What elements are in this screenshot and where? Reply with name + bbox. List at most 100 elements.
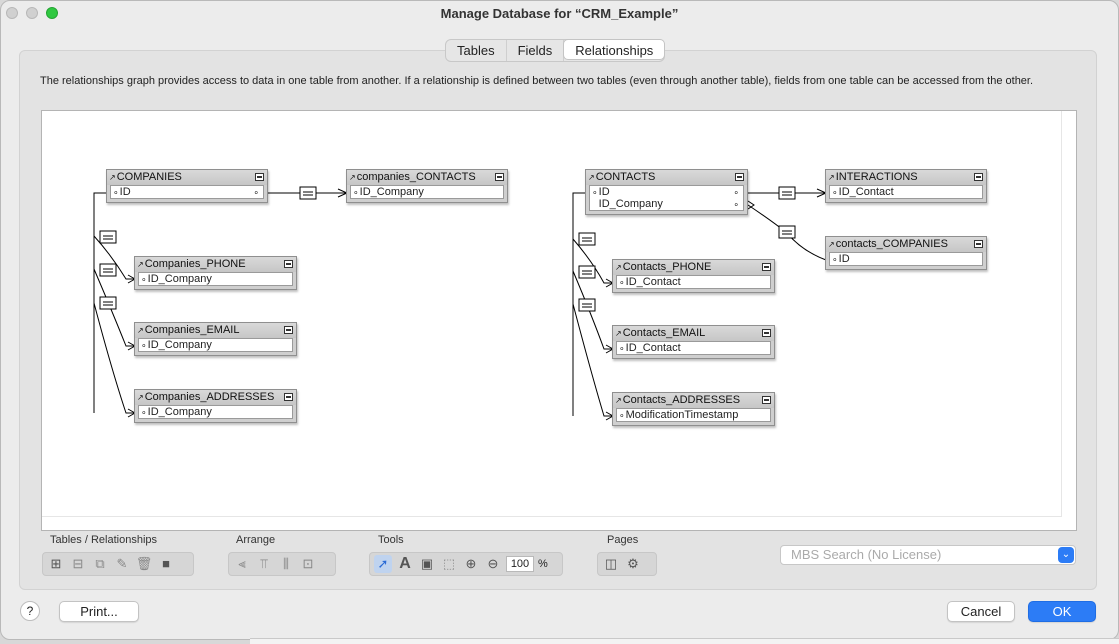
collapse-table-icon[interactable]: [284, 393, 293, 401]
group-label-tools: Tools: [378, 534, 404, 546]
field-id-company: ∘ID_Company∘: [598, 198, 739, 210]
field-modification-timestamp: ∘ModificationTimestamp: [619, 409, 739, 421]
pages-tools: ◫ ⚙: [597, 552, 657, 576]
table-occurrence-companies-phone[interactable]: ↗Companies_PHONE ∘ID_Company: [134, 256, 297, 290]
field-id: ∘ID: [832, 253, 850, 265]
cancel-button[interactable]: Cancel: [947, 601, 1015, 622]
table-name: Contacts_EMAIL: [622, 327, 706, 339]
text-tool-icon[interactable]: A: [399, 555, 411, 572]
align-left-icon[interactable]: ⫷: [238, 556, 246, 571]
field-id: ∘ID∘: [113, 186, 259, 198]
vertical-scrollbar[interactable]: [1061, 111, 1076, 517]
collapse-table-icon[interactable]: [284, 260, 293, 268]
print-button[interactable]: Print...: [59, 601, 139, 622]
tab-tables[interactable]: Tables: [446, 40, 507, 61]
table-occurrence-contacts[interactable]: ↗CONTACTS ∘ID∘ ∘ID_Company∘: [585, 169, 748, 215]
arrange-tools: ⫷ ⫪ ⫼ ⊡: [228, 552, 336, 576]
graph-toolbar: Tables / Relationships Arrange Tools Pag…: [1, 531, 1118, 581]
table-arrow-icon: ↗: [137, 393, 144, 402]
collapse-table-icon[interactable]: [974, 240, 983, 248]
field-id-company: ∘ID_Company: [141, 339, 212, 351]
table-occurrence-interactions[interactable]: ↗INTERACTIONS ∘ID_Contact: [825, 169, 987, 203]
collapse-table-icon[interactable]: [974, 173, 983, 181]
collapse-table-icon[interactable]: [284, 326, 293, 334]
note-tool-icon[interactable]: ▣: [420, 556, 434, 571]
resize-icon[interactable]: ⊡: [302, 556, 314, 571]
horizontal-scrollbar[interactable]: [42, 516, 1062, 530]
tab-bar: Tables Fields Relationships: [445, 39, 666, 62]
collapse-table-icon[interactable]: [762, 396, 771, 404]
pointer-arrow-icon[interactable]: ➚: [374, 555, 392, 573]
select-tool-icon[interactable]: ⬚: [442, 556, 456, 571]
table-name: CONTACTS: [595, 171, 656, 183]
distribute-icon[interactable]: ⫼: [283, 556, 289, 571]
zoom-in-icon[interactable]: ⊕: [465, 556, 477, 571]
title-bar: Manage Database for “CRM_Example”: [1, 1, 1118, 27]
add-relationship-icon[interactable]: ⊟: [72, 556, 84, 571]
color-square-icon[interactable]: ■: [162, 556, 170, 571]
window-title: Manage Database for “CRM_Example”: [440, 6, 679, 21]
page-breaks-icon[interactable]: ◫: [604, 556, 618, 571]
collapse-table-icon[interactable]: [255, 173, 264, 181]
table-name: Companies_ADDRESSES: [144, 391, 275, 403]
field-id-company: ∘ID_Company: [141, 273, 212, 285]
close-window-button[interactable]: [6, 7, 18, 19]
collapse-table-icon[interactable]: [495, 173, 504, 181]
zoom-out-icon[interactable]: ⊖: [487, 556, 499, 571]
table-name: companies_CONTACTS: [356, 171, 476, 183]
duplicate-icon[interactable]: ⧉: [95, 556, 105, 571]
table-name: contacts_COMPANIES: [835, 238, 948, 250]
edit-pencil-icon[interactable]: ✎: [116, 556, 128, 571]
zoom-window-button[interactable]: [46, 7, 58, 19]
table-name: Contacts_ADDRESSES: [622, 394, 741, 406]
zoom-percent-label: %: [538, 558, 548, 570]
field-id-company: ∘ID_Company: [353, 186, 424, 198]
tab-fields[interactable]: Fields: [507, 40, 565, 61]
field-id: ∘ID∘: [592, 186, 739, 198]
ok-button[interactable]: OK: [1028, 601, 1096, 622]
add-table-icon[interactable]: ⊞: [50, 556, 62, 571]
group-label-tables-relationships: Tables / Relationships: [50, 534, 158, 546]
table-arrow-icon: ↗: [615, 329, 622, 338]
table-arrow-icon: ↗: [828, 173, 835, 182]
align-top-icon[interactable]: ⫪: [260, 556, 268, 571]
table-name: INTERACTIONS: [835, 171, 918, 183]
table-arrow-icon: ↗: [615, 263, 622, 272]
group-label-arrange: Arrange: [236, 534, 276, 546]
zoom-level-field[interactable]: 100: [506, 556, 534, 572]
field-id-company: ∘ID_Company: [141, 406, 212, 418]
table-arrow-icon: ↗: [349, 173, 356, 182]
collapse-table-icon[interactable]: [762, 263, 771, 271]
table-occurrence-companies-contacts[interactable]: ↗companies_CONTACTS ∘ID_Company: [346, 169, 508, 203]
table-occurrence-contacts-email[interactable]: ↗Contacts_EMAIL ∘ID_Contact: [612, 325, 775, 359]
relationships-description: The relationships graph provides access …: [40, 75, 1034, 87]
table-arrow-icon: ↗: [109, 173, 116, 182]
collapse-table-icon[interactable]: [735, 173, 744, 181]
collapse-table-icon[interactable]: [762, 329, 771, 337]
help-button[interactable]: ?: [20, 601, 40, 621]
view-tools: ➚ A ▣ ⬚ ⊕ ⊖ 100 %: [369, 552, 563, 576]
background-window-edge: [250, 638, 1119, 644]
delete-trash-icon[interactable]: 🗑: [135, 556, 153, 571]
page-setup-icon[interactable]: ⚙: [627, 556, 639, 571]
table-occurrence-contacts-companies[interactable]: ↗contacts_COMPANIES ∘ID: [825, 236, 987, 270]
table-arrow-icon: ↗: [828, 240, 835, 249]
table-name: Companies_PHONE: [144, 258, 246, 270]
tables-relationships-tools: ⊞ ⊟ ⧉ ✎ 🗑 ■: [42, 552, 194, 576]
table-occurrence-companies-addresses[interactable]: ↗Companies_ADDRESSES ∘ID_Company: [134, 389, 297, 423]
table-occurrence-contacts-addresses[interactable]: ↗Contacts_ADDRESSES ∘ModificationTimesta…: [612, 392, 775, 426]
relationships-graph[interactable]: ↗COMPANIES ∘ID∘ ↗companies_CONTACTS ∘ID_…: [41, 110, 1077, 531]
group-label-pages: Pages: [607, 534, 639, 546]
chevron-down-icon[interactable]: ⌄: [1058, 547, 1074, 563]
field-id-contact: ∘ID_Contact: [832, 186, 894, 198]
table-occurrence-contacts-phone[interactable]: ↗Contacts_PHONE ∘ID_Contact: [612, 259, 775, 293]
tab-relationships[interactable]: Relationships: [563, 39, 666, 60]
table-occurrence-companies[interactable]: ↗COMPANIES ∘ID∘: [106, 169, 268, 203]
table-occurrence-companies-email[interactable]: ↗Companies_EMAIL ∘ID_Company: [134, 322, 297, 356]
mbs-search-placeholder: MBS Search (No License): [791, 547, 942, 562]
table-arrow-icon: ↗: [137, 326, 144, 335]
minimize-window-button[interactable]: [26, 7, 38, 19]
field-id-contact: ∘ID_Contact: [619, 342, 681, 354]
mbs-search-field[interactable]: MBS Search (No License) ⌄: [780, 545, 1076, 565]
